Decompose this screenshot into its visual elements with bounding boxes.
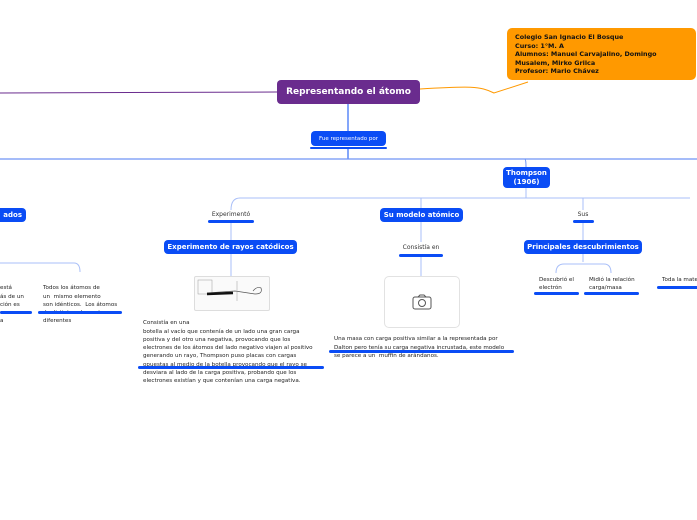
text-line: está [0, 285, 12, 292]
thompson-title: Thompson [506, 169, 547, 177]
atomic-model-underline [329, 350, 514, 353]
text-line: electrones de los átomos del lado negati… [143, 345, 313, 352]
text-line: opuestas al medio de la botella provocan… [143, 361, 307, 368]
info-line: Alumnos: Manuel Carvajalino, Domingo [515, 50, 657, 58]
text-line: desviara al lado de la carga positiva, p… [143, 370, 297, 377]
cathode-tube-diagram [197, 279, 262, 301]
root-node[interactable]: Representando el átomo [277, 80, 420, 104]
text-line: botella al vacío que contenía de un lado… [143, 328, 300, 335]
left-partial-underline [0, 311, 32, 314]
text-line: Dalton pero tenía su carga negativa incr… [334, 344, 505, 351]
discovery-charge-mass-underline [584, 292, 639, 295]
connector-label[interactable]: Fue representado por [311, 131, 386, 146]
sus-label[interactable]: Sus [577, 211, 589, 218]
camera-icon [412, 294, 432, 310]
right-partial-text[interactable]: Toda la mate [662, 277, 697, 283]
experimento-underline [208, 220, 254, 223]
text-line: se parece a un muffin de arándanos. [334, 352, 439, 359]
consistia-underline [399, 254, 443, 257]
text-line: ás de un [0, 293, 24, 300]
cathode-ray-node[interactable]: Experimento de rayos catódicos [164, 240, 297, 254]
right-partial-underline [657, 286, 697, 289]
text-line: positiva y del otro una negativa, provoc… [143, 336, 291, 343]
consistia-label[interactable]: Consistía en [402, 244, 440, 251]
sus-underline [573, 220, 594, 223]
connector-underline [310, 147, 387, 149]
cathode-description-underline [138, 366, 324, 369]
text-line: ción es [0, 301, 20, 308]
text-line: diferentes [43, 318, 72, 325]
info-line: Curso: 1°M. A [515, 41, 564, 50]
discovery-electron[interactable]: Descubrió el electrón [539, 277, 574, 292]
atomic-model-node[interactable]: Su modelo atómico [380, 208, 463, 222]
info-line: Colegio San Ignacio El Bosque [515, 33, 624, 41]
image-placeholder[interactable] [384, 276, 460, 328]
text-line: son idénticos. Los átomos [43, 301, 118, 308]
atomic-model-description[interactable]: Una masa con carga positiva similar a la… [334, 327, 504, 360]
text-line: Consistía en una [143, 320, 190, 327]
discovery-charge-mass[interactable]: Midió la relación carga/masa [589, 277, 635, 292]
discovery-electron-underline [534, 292, 579, 295]
info-note[interactable]: Colegio San Ignacio El Bosque Curso: 1°M… [507, 28, 696, 80]
cathode-ray-tube-image[interactable] [194, 276, 270, 311]
text-line: electrones existían y que contenían una … [143, 378, 301, 385]
thompson-node[interactable]: Thompson (1906) [503, 167, 550, 188]
text-line: un mismo elemento [43, 293, 101, 300]
info-line: Profesor: Mario Chávez [515, 67, 599, 75]
atoms-identical-underline [38, 311, 122, 314]
left-node[interactable]: ados [0, 208, 26, 222]
text-line: generando un rayo, Thompson puso placas … [143, 353, 297, 360]
text-line: a [0, 318, 4, 325]
thompson-year: (1906) [513, 177, 540, 186]
info-line: Musalem, Mirko Grilca [515, 58, 596, 67]
experimento-label[interactable]: Experimentó [211, 211, 251, 218]
discoveries-node[interactable]: Principales descubrimientos [524, 240, 642, 254]
text-line: Todos los átomos de [43, 285, 100, 292]
text-line: Una masa con carga positiva similar a la… [334, 336, 498, 343]
